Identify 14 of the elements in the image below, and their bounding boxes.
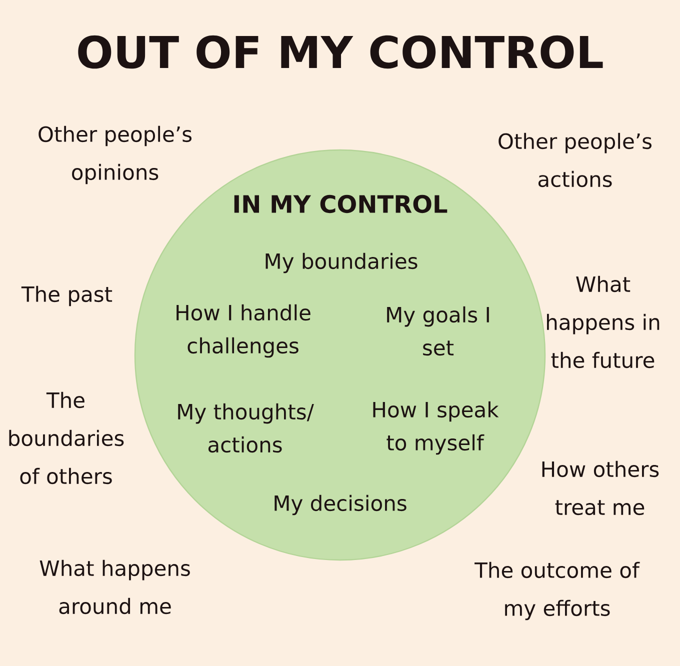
circle-heading: IN MY CONTROL	[234, 194, 448, 214]
title: OUT OF MY CONTROL	[78, 35, 603, 69]
text-label: What happens around me	[40, 560, 190, 614]
text-label: Other people’s actions	[498, 132, 652, 188]
text-label: My decisions	[274, 494, 406, 516]
text-label: My goals I set	[387, 306, 489, 356]
text-label: The outcome of my efforts	[474, 562, 640, 620]
text-label: How I speak to myself	[373, 401, 499, 455]
text-label: How others treat me	[542, 460, 659, 516]
text-label: My boundaries	[266, 252, 418, 274]
text-label: How I handle challenges	[176, 304, 310, 358]
text-label: My thoughts/ actions	[178, 403, 314, 453]
text-label: Other people’s opinions	[38, 126, 192, 184]
text-label: The past	[21, 286, 112, 306]
